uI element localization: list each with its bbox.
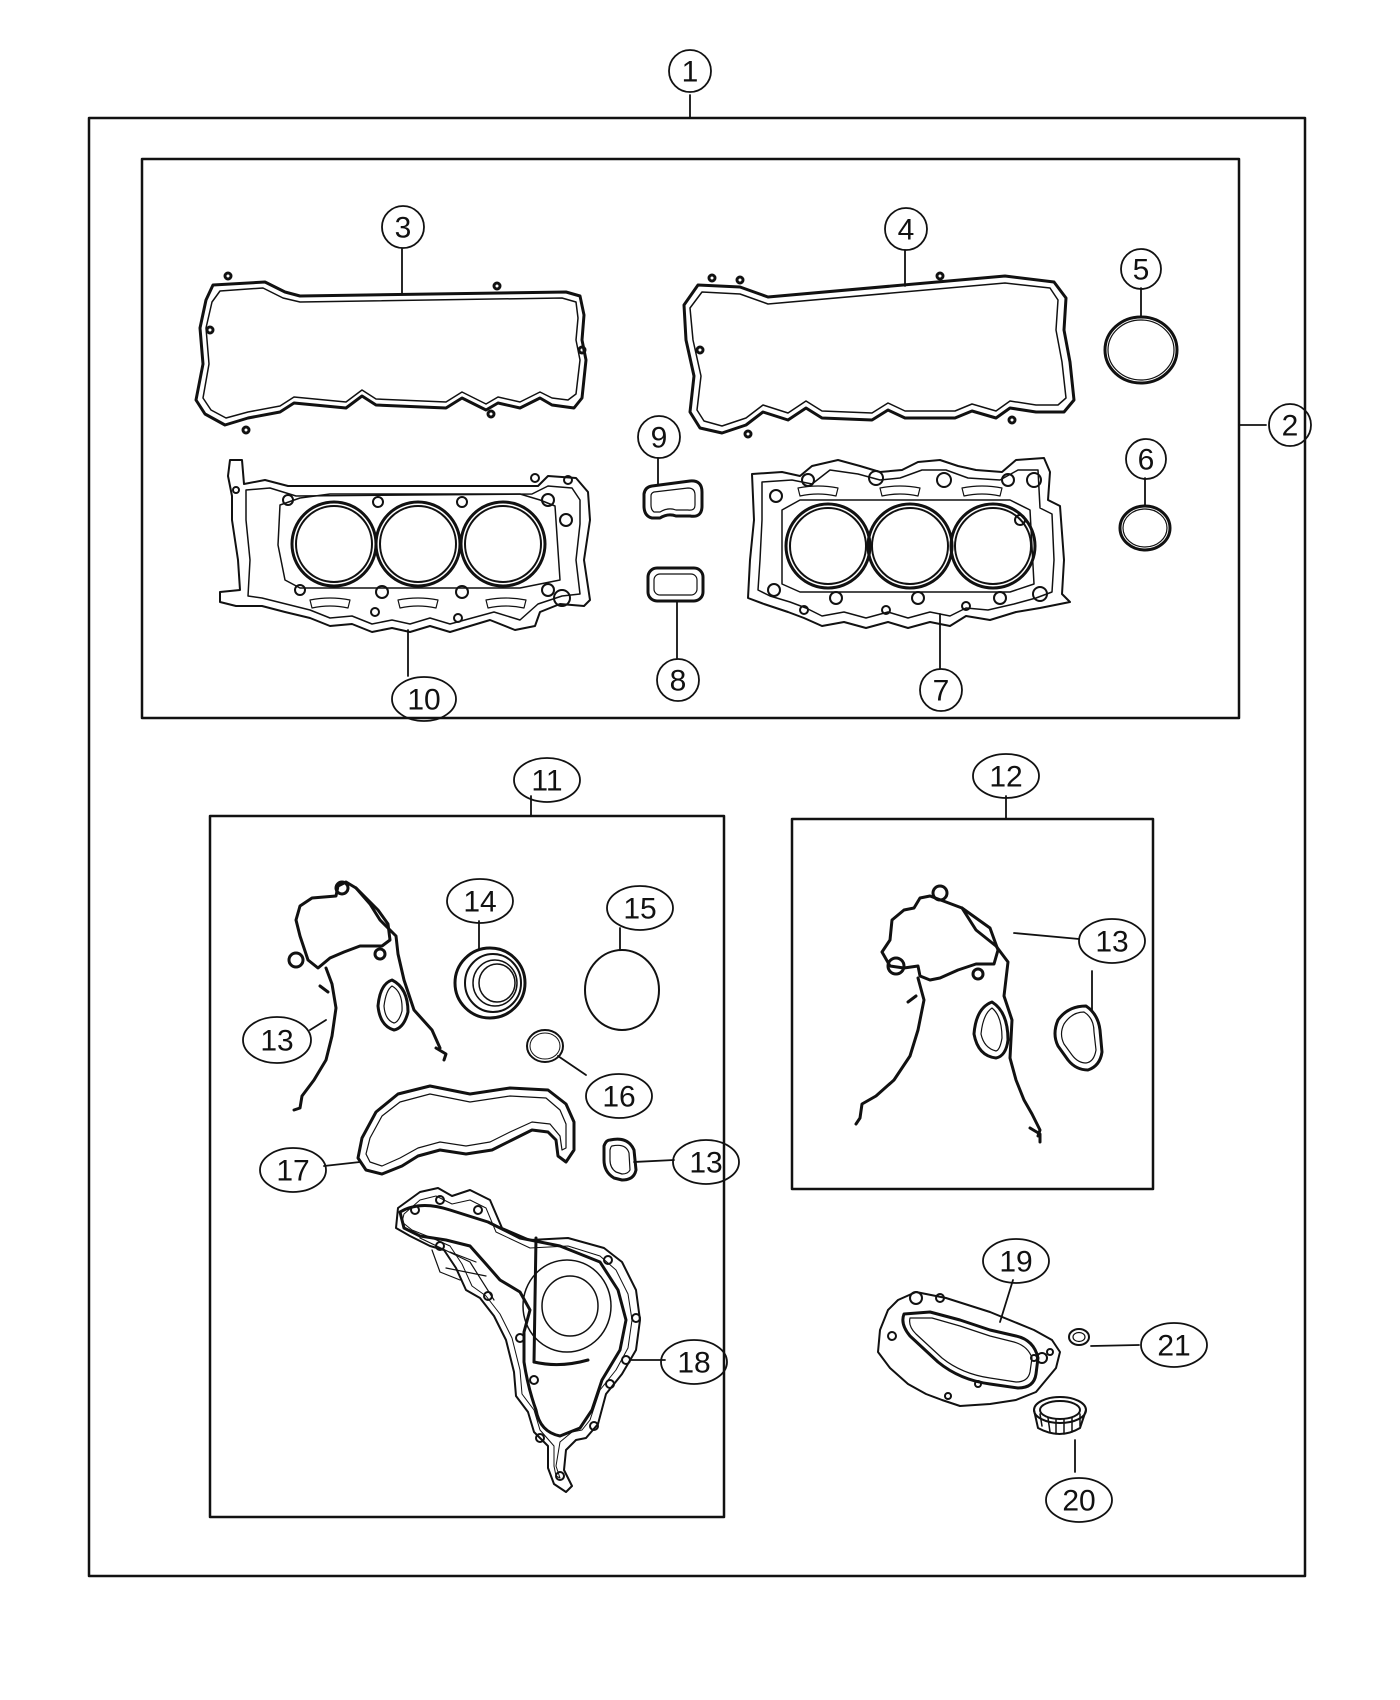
port-seal-lower — [646, 566, 705, 603]
callout-16: 16 — [602, 1081, 635, 1114]
callout-13c-bubble — [1078, 918, 1146, 964]
timing-cover-gasket-set-b — [854, 884, 1104, 1144]
oil-pan-gasket — [877, 1291, 1061, 1407]
callout-21: 21 — [1157, 1330, 1190, 1363]
callout-13a-bubble — [242, 1016, 312, 1064]
port-seal-upper — [642, 479, 704, 520]
callout-12-bubble — [972, 753, 1040, 799]
o-ring-large — [1103, 315, 1179, 385]
callout-15-bubble — [606, 885, 674, 931]
callout-13b: 13 — [689, 1147, 722, 1180]
timing-cover-gasket-frame — [790, 817, 1155, 1191]
cylinder-head-gasket-left — [219, 459, 591, 633]
crankshaft-seal — [453, 946, 527, 1020]
callout-2-bubble — [1268, 403, 1312, 447]
callout-7-bubble — [919, 668, 963, 712]
callout-13a: 13 — [260, 1025, 293, 1058]
callout-21-bubble — [1140, 1322, 1208, 1368]
callout-4: 4 — [898, 214, 915, 247]
cap-seal — [1033, 1396, 1087, 1435]
callout-4-bubble — [884, 207, 928, 251]
timing-cover-gasket-set-a — [287, 880, 448, 1112]
callout-18: 18 — [677, 1347, 710, 1380]
timing-cover-o-ring-small — [526, 1029, 564, 1063]
port-seal-upper-inner — [650, 487, 696, 513]
callout-8-bubble — [656, 658, 700, 702]
callout-13b-bubble — [672, 1139, 740, 1185]
port-seal-lower-inner — [653, 573, 698, 596]
callout-19-bubble — [982, 1238, 1050, 1284]
callout-19: 19 — [999, 1246, 1032, 1279]
callout-3-bubble — [381, 205, 425, 249]
callout-6: 6 — [1138, 444, 1155, 477]
small-d-gasket — [602, 1137, 638, 1182]
callout-7: 7 — [933, 675, 950, 708]
callout-11-bubble — [513, 757, 581, 803]
callout-5-bubble — [1120, 248, 1162, 290]
timing-cover-o-ring-large — [584, 949, 660, 1031]
callout-14: 14 — [463, 886, 496, 919]
callout-1-bubble — [668, 49, 712, 93]
callout-2: 2 — [1282, 410, 1299, 443]
valve-cover-gasket-right — [682, 271, 1076, 439]
callout-17: 17 — [276, 1155, 309, 1188]
water-pump-gasket — [395, 1187, 641, 1493]
cylinder-head-gasket-right — [747, 457, 1071, 629]
callout-20-bubble — [1045, 1477, 1113, 1523]
timing-cover-gasket-set-frame — [208, 814, 726, 1519]
valve-cover-gasket-left — [194, 271, 588, 435]
callout-bubbles — [242, 49, 1312, 1523]
o-ring-small — [1118, 504, 1172, 552]
leader-lines — [309, 94, 1267, 1473]
callout-18-bubble — [660, 1339, 728, 1385]
callout-8: 8 — [670, 665, 687, 698]
callout-5: 5 — [1133, 254, 1150, 287]
callout-12: 12 — [989, 761, 1022, 794]
drain-plug-washer-inner — [1072, 1331, 1086, 1343]
callout-10-bubble — [391, 676, 457, 722]
callout-1: 1 — [682, 56, 699, 89]
kit-frame — [87, 116, 1307, 1578]
callout-17-bubble — [259, 1147, 327, 1193]
callout-6-bubble — [1125, 438, 1167, 480]
o-ring-large-inner — [1107, 319, 1175, 381]
small-d-gasket-inner — [609, 1144, 631, 1175]
callout-14-bubble — [446, 878, 514, 924]
drain-plug-washer — [1068, 1328, 1090, 1346]
callout-numbers: 1 2 3 4 5 6 9 8 7 10 11 12 13 14 15 16 1… — [260, 56, 1298, 1518]
callout-11: 11 — [531, 765, 562, 798]
upper-gasket-set-frame — [140, 157, 1241, 720]
callout-13c: 13 — [1095, 926, 1128, 959]
callout-20: 20 — [1062, 1485, 1095, 1518]
callout-3: 3 — [395, 212, 412, 245]
callout-10: 10 — [407, 684, 440, 717]
callout-9-bubble — [637, 415, 681, 459]
o-ring-small-inner — [1122, 508, 1168, 548]
water-passage-gasket — [356, 1084, 576, 1176]
callout-15: 15 — [623, 893, 656, 926]
timing-cover-o-ring-small-inner — [529, 1032, 561, 1060]
callout-16-bubble — [585, 1073, 653, 1119]
callout-9: 9 — [651, 422, 668, 455]
